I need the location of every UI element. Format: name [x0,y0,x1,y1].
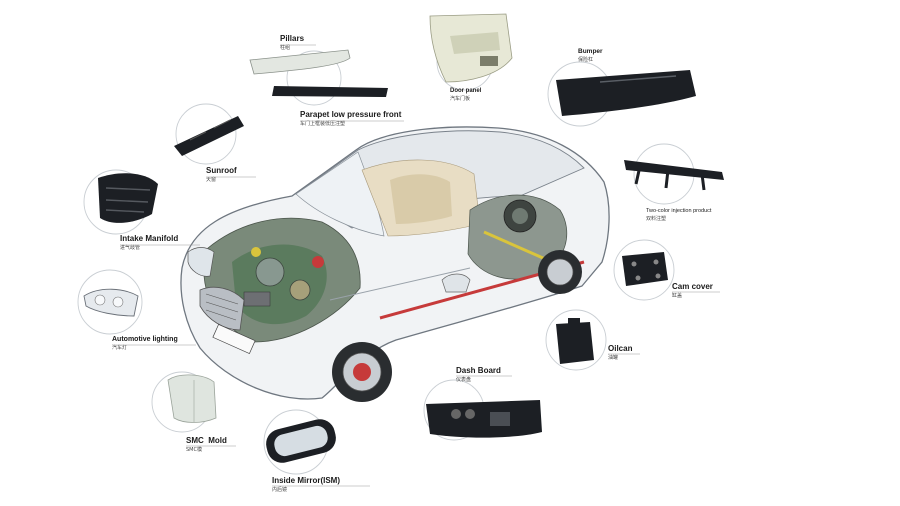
label-mirror: Inside Mirror(ISM) 内后镜 [272,476,340,493]
label-cam-cover: Cam cover 缸盖 [672,282,713,299]
label-smc: SMC Mold SMC模 [186,436,227,453]
label-smc-en: SMC Mold [186,436,227,445]
smc-mold-icon [151,371,217,433]
label-intake: Intake Manifold 进气歧管 [120,234,178,251]
side-mirror [441,273,471,293]
label-dashboard-en: Dash Board [456,366,501,375]
headlight-icon [77,269,143,335]
two-color-bracket-icon [624,143,724,205]
label-bumper-en: Bumper [578,48,603,55]
label-parapet: Parapet low pressure front 车门上框装低压注塑 [300,110,401,127]
label-lighting: Automotive lighting 汽车灯 [112,336,178,351]
mirror-icon [263,409,336,475]
bumper-icon [547,61,696,127]
label-sunroof-zh: 天窗 [206,177,217,183]
label-lighting-en: Automotive lighting [112,336,178,343]
pillar-trim-icon [249,49,351,106]
label-two-color: Two-color injection product 双料注塑 [646,208,711,222]
label-pillars-zh: 柱组 [280,45,291,51]
label-cam-cover-zh: 缸盖 [672,293,683,299]
car-cutaway-illustration [180,126,610,402]
label-bumper: Bumper 保险杠 [578,48,603,63]
label-two-color-zh: 双料注塑 [646,216,667,222]
label-dashboard: Dash Board 仪表盘 [456,366,501,383]
label-door-panel-zh: 汽车门板 [450,96,471,102]
label-sunroof-en: Sunroof [206,166,237,175]
label-dashboard-zh: 仪表盘 [456,377,472,383]
label-parapet-zh: 车门上框装低压注塑 [300,121,346,127]
oilcan-icon [545,309,607,371]
intake-manifold-icon [83,169,158,235]
label-pillars-en: Pillars [280,34,305,43]
label-smc-zh: SMC模 [186,447,202,453]
label-pillars: Pillars 柱组 [280,34,304,51]
dashboard-icon [423,379,542,441]
cam-cover-icon [613,239,675,301]
label-cam-cover-en: Cam cover [672,282,713,291]
parapet-strip-icon [272,86,388,97]
label-bumper-zh: 保险杠 [578,57,594,63]
label-mirror-zh: 内后镜 [272,487,288,493]
label-oilcan-zh: 油罐 [608,355,619,361]
rear-wheel [538,250,582,294]
label-intake-en: Intake Manifold [120,234,179,243]
label-door-panel-en: Door panel [450,88,482,94]
label-parapet-en: Parapet low pressure front [300,110,402,119]
sunroof-frame-icon [174,103,244,165]
label-mirror-en: Inside Mirror(ISM) [272,476,341,485]
door-panel-icon [429,13,513,91]
front-wheel [332,342,392,402]
front-grille [199,286,245,331]
label-intake-zh: 进气歧管 [120,245,141,251]
label-door-panel: Door panel 汽车门板 [450,88,481,102]
label-oilcan: Oilcan 油罐 [608,344,632,361]
license-plate [212,324,256,354]
label-two-color-en: Two-color injection product [646,208,712,214]
headlamp [187,247,215,277]
label-lighting-zh: 汽车灯 [112,345,128,351]
label-sunroof: Sunroof 天窗 [206,166,237,183]
label-oilcan-en: Oilcan [608,344,633,353]
